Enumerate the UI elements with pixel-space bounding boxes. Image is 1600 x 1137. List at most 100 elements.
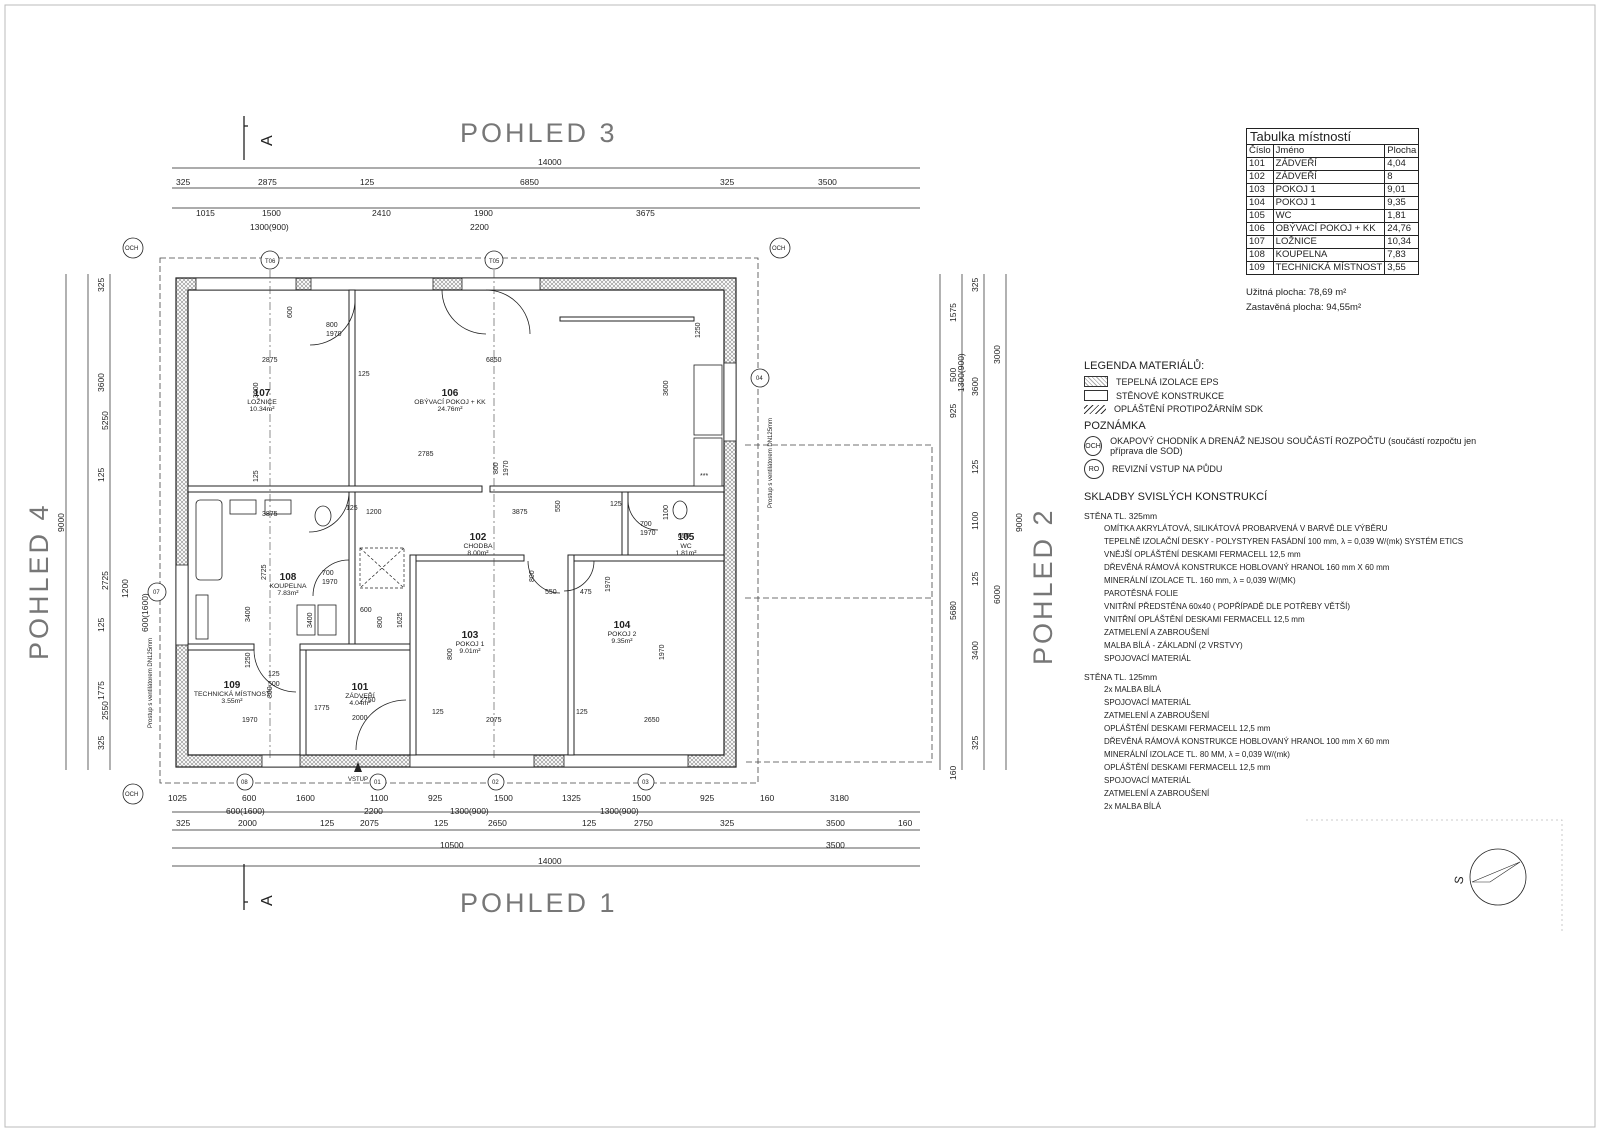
dim-top-row2: 3675 [636,208,655,218]
room-name: WC [680,543,691,550]
room-table-cell: 7,83 [1384,248,1420,262]
inner-dim: 475 [580,589,592,596]
dim-right-row2: 3600 [970,377,980,396]
entrance-label: VSTUP [348,777,368,783]
room-table-cell: 10,34 [1384,235,1420,249]
dim-left-row1: 2725 [100,571,110,590]
dim-bottom-row2: 125 [582,818,596,828]
inner-dim: 1970 [640,530,656,537]
room-name: OBÝVACÍ POKOJ + KK [414,397,486,406]
room-table-cell: ZÁDVEŘÍ [1272,170,1386,184]
room-number: 109 [224,680,241,691]
fixtures [195,364,723,640]
wall-layers: STĚNA TL. 325mm OMÍTKA AKRYLÁTOVÁ, SILIK… [1084,511,1504,812]
wall2-layer: MINERÁLNÍ IZOLACE TL. 80 MM, λ = 0,039 W… [1104,750,1290,759]
inner-dim: 1250 [695,322,702,338]
inner-dim: 1100 [663,505,670,520]
room-number: 107 [254,388,271,399]
room-area: 1.81m² [675,550,697,557]
wall1-layers: OMÍTKA AKRYLÁTOVÁ, SILIKÁTOVÁ PROBARVENÁ… [1084,523,1504,664]
room-table-cell: 108 [1246,248,1274,262]
inner-dim: 1970 [326,331,342,338]
wall1-layer: MALBA BÍLÁ - ZÁKLADNÍ (2 VRSTVY) [1104,641,1243,650]
room-name: POKOJ 1 [456,641,485,648]
inner-dim: 2075 [486,717,502,724]
dim-top-row2: 1015 [196,208,215,218]
room-table-cell: KOUPELNA [1272,248,1386,262]
dim-bottom-sub: 2200 [364,806,383,816]
inner-dim: 1775 [314,705,330,712]
legend-item-eps: TEPELNÁ IZOLACE EPS [1084,376,1504,387]
inner-dim: 800 [267,686,274,698]
section-mark-top: A [259,135,276,146]
dim-right-row3: 925 [948,404,958,418]
dim-bottom-row2: 325 [720,818,734,828]
inner-dim: 600 [287,306,294,318]
dim-bottom-row1: 3180 [830,793,849,803]
dim-right-row3: 160 [948,766,958,780]
inner-dim: 125 [576,709,588,716]
room-table-cell: 104 [1246,196,1274,210]
note-left-fan: Prostup s ventilátorem DN125mm [148,638,154,728]
dim-top-row2: 2410 [372,208,391,218]
inner-dim: 700 [640,521,652,528]
room-name: TECHNICKÁ MÍSTNOST [194,689,270,698]
room-table-cell: 109 [1246,261,1274,275]
legend-item-sdk: OPLÁŠTĚNÍ PROTIPOŽÁRNÍM SDK [1084,404,1504,414]
dim-top-row2: 1500 [262,208,281,218]
dim-bottom-total: 14000 [538,856,562,866]
dim-left-row2: 325 [96,278,106,292]
section-line-a [243,116,248,910]
dim-right-row2: 325 [970,736,980,750]
legend: LEGENDA MATERIÁLŮ: TEPELNÁ IZOLACE EPS S… [1084,354,1504,812]
room-number: 101 [352,682,369,693]
dim-bottom-row1: 1325 [562,793,581,803]
wall-swatch [1084,390,1108,401]
dim-top-row1: 6850 [520,177,539,187]
terrace-outline [159,257,933,784]
inner-dim: 500 [268,681,280,688]
note-title: POZNÁMKA [1084,420,1146,432]
inner-dim: 550 [555,500,562,512]
inner-dim: 125 [253,470,260,482]
cooktop-icon: *** [700,473,708,480]
room-table-header-number: Číslo [1246,144,1274,158]
room-table-cell: 1,81 [1384,209,1420,223]
dim-bottom-row1: 1100 [370,793,389,803]
room-table-cell: LOŽNICE [1272,235,1386,249]
inner-dim: 125 [358,371,370,378]
dim-bottom-row2: 2750 [634,818,653,828]
dim-bottom-sub: 1300(900) [600,806,639,816]
wall1-layer: VNITŘNÍ PŘEDSTĚNA 60x40 ( POPŘÍPADĚ DLE … [1104,602,1350,611]
inner-dim: 650 [678,533,690,540]
sdk-swatch [1084,404,1106,414]
wall2-layer: 2x MALBA BÍLÁ [1104,685,1161,694]
dim-bottom-row1: 925 [700,793,714,803]
built-area: Zastavěná plocha: 94,55m² [1246,302,1362,313]
dim-right-row3: 5680 [948,601,958,620]
room-number: 104 [614,620,631,631]
dim-bottom-row2: 160 [898,818,912,828]
inner-dim: 125 [346,505,358,512]
wall2-layer: SPOJOVACÍ MATERIÁL [1104,698,1191,707]
dim-right-row2: 125 [970,572,980,586]
room-area: 8.00m² [467,550,489,557]
inner-dim: 1970 [242,717,258,724]
dim-top-row2: 1900 [474,208,493,218]
dim-left-total: 9000 [56,513,66,532]
wall1-layer: PAROTĚSNÁ FOLIE [1104,589,1179,598]
room-table-cell: 24,76 [1384,222,1420,236]
room-number: 103 [462,630,479,641]
room-table-cell: 9,35 [1384,196,1420,210]
inner-dim: 3875 [262,511,278,518]
och-tag-tl: OCH [125,246,138,252]
room-table-cell: OBÝVACÍ POKOJ + KK [1272,222,1386,236]
grid-tag-03: 03 [642,780,649,786]
inner-dim: 600 [360,607,372,614]
dim-right-row1: 3000 [992,345,1002,364]
inner-dim: 3875 [512,509,528,516]
inner-dim: 3400 [307,612,314,628]
wall1-title: STĚNA TL. 325mm [1084,511,1158,521]
